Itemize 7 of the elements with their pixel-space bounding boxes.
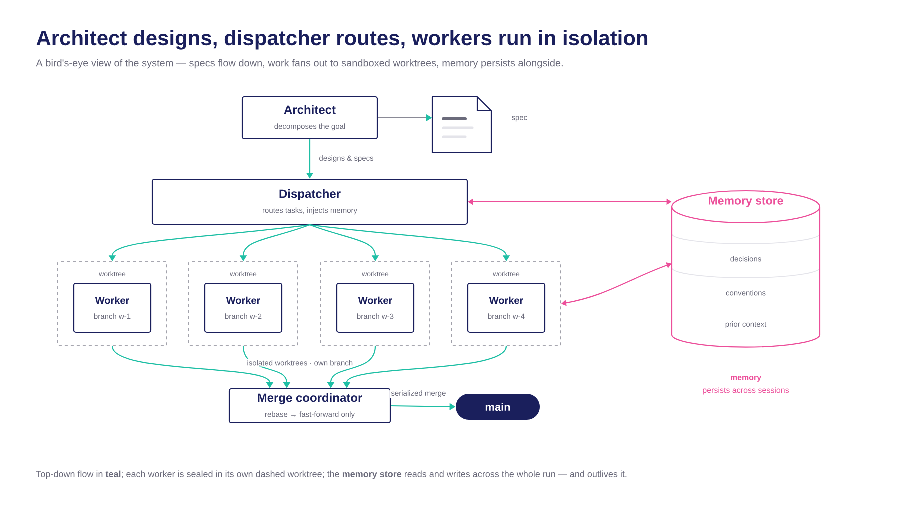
document-icon — [432, 96, 492, 154]
title: Architect designs, dispatcher routes, workers run in isolation — [36, 30, 648, 50]
store-caption: memory — [730, 376, 762, 382]
caption: Top-down flow in teal; each worker is sealed in its own dashed worktree; the memory store reads and writes across the whole run — and outlives it. — [36, 470, 627, 480]
terminal-pill: main — [456, 394, 540, 420]
subtitle: A bird's-eye view of the system — specs flow down, work fans out to sandboxed worktrees, memory persists alongside. — [36, 59, 563, 69]
store-caption: persists across sessions — [703, 387, 790, 395]
